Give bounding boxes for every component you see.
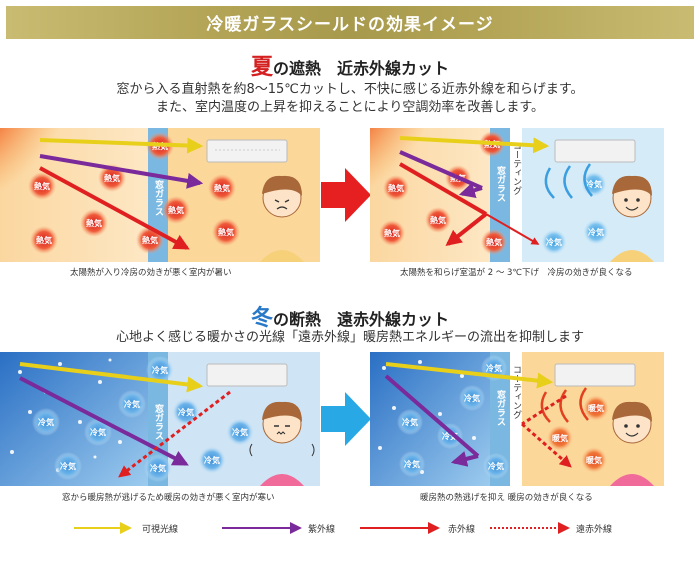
svg-text:熱気: 熱気 xyxy=(388,183,404,193)
uv-ray-arrow xyxy=(39,154,204,189)
legend-uv-label: 紫外線 xyxy=(308,525,336,535)
svg-text:冷気: 冷気 xyxy=(588,227,604,237)
svg-text:冷気: 冷気 xyxy=(204,455,220,465)
legend-far-infrared-label: 遠赤外線 xyxy=(576,525,613,535)
winter-section-title: 冬の断熱 遠赤外線カット xyxy=(0,300,700,332)
window-glass-label: 窓ガラス xyxy=(153,179,164,216)
air-conditioner-icon xyxy=(554,363,636,387)
svg-text:熱気: 熱気 xyxy=(104,173,120,183)
svg-text:熱気: 熱気 xyxy=(36,235,52,245)
svg-text:冷気: 冷気 xyxy=(150,463,166,473)
svg-text:熱気: 熱気 xyxy=(142,235,158,245)
window-glass-label: 窓ガラス xyxy=(153,403,164,440)
summer-after-illustration: 窓ガラス コーティング 熱気 熱気 熱気 熱気 熱気 熱気 冷気 冷気 冷気 xyxy=(370,128,664,262)
summer-transition-arrow-icon xyxy=(321,168,371,222)
svg-text:暖気: 暖気 xyxy=(588,403,604,413)
winter-after-cold-group: 冷気 冷気 冷気 冷気 冷気 冷気 xyxy=(397,355,509,479)
header-title: 冷暖ガラスシールドの効果イメージ xyxy=(206,15,494,35)
window-glass-label: 窓ガラス xyxy=(495,389,506,426)
summer-title-rest: の遮熱 近赤外線カット xyxy=(273,59,450,78)
svg-text:冷気: 冷気 xyxy=(90,427,106,437)
svg-text:熱気: 熱気 xyxy=(86,218,102,228)
hot-person-icon xyxy=(260,175,304,262)
coating-label: コーティング xyxy=(511,141,522,195)
uv-ray-arrow xyxy=(450,451,479,467)
window-glass-label: 窓ガラス xyxy=(495,165,506,202)
summer-before-illustration: 窓ガラス 熱気 熱気 熱気 熱気 熱気 熱気 熱気 熱気 熱気 xyxy=(0,128,320,262)
svg-text:熱気: 熱気 xyxy=(218,227,234,237)
summer-section-title: 夏の遮熱 近赤外線カット xyxy=(0,49,700,81)
summer-desc-line2: また、室内温度の上昇を抑えることにより空調効率を改善します。 xyxy=(155,100,545,115)
air-conditioner-icon xyxy=(554,139,636,163)
svg-text:冷気: 冷気 xyxy=(488,461,504,471)
winter-before-caption: 窓から暖房熱が逃げるため暖房の効きが悪く室内が寒い xyxy=(62,493,275,503)
svg-text:暖気: 暖気 xyxy=(552,433,568,443)
summer-desc-line1: 窓から入る直射熱を約8〜15℃カットし、不快に感じる近赤外線を和らげます。 xyxy=(116,82,584,97)
summer-before-caption: 太陽熱が入り冷房の効きが悪く室内が暑い xyxy=(70,268,232,278)
summer-title-big: 夏 xyxy=(250,55,273,80)
svg-text:冷気: 冷気 xyxy=(124,399,140,409)
winter-desc-line1: 心地よく感じる暖かさの光線「遠赤外線」暖房熱エネルギーの流出を抑制します xyxy=(115,330,584,345)
svg-text:熱気: 熱気 xyxy=(34,181,50,191)
legend-far-infrared-line xyxy=(490,522,570,534)
legend-visible-label: 可視光線 xyxy=(142,525,179,535)
legend-infrared-label: 赤外線 xyxy=(448,525,476,535)
uv-ray-arrow xyxy=(458,182,483,198)
svg-text:冷気: 冷気 xyxy=(60,461,76,471)
summer-after-caption: 太陽熱を和らげ室温が 2 〜 3℃下げ 冷房の効きが良くなる xyxy=(400,268,633,278)
svg-text:熱気: 熱気 xyxy=(168,205,184,215)
svg-text:冷気: 冷気 xyxy=(232,427,248,437)
svg-text:熱気: 熱気 xyxy=(486,237,502,247)
svg-text:冷気: 冷気 xyxy=(404,459,420,469)
infrared-ray-arrow xyxy=(445,212,488,246)
legend-infrared-line xyxy=(360,522,440,534)
visible-ray-arrow xyxy=(19,362,204,393)
header-banner: 冷暖ガラスシールドの効果イメージ xyxy=(6,6,694,39)
air-conditioner-icon xyxy=(206,363,288,387)
far-infrared-ray-arrow xyxy=(118,390,231,478)
air-conditioner-icon xyxy=(206,139,288,163)
sun-icon xyxy=(0,128,75,213)
legend-visible-line xyxy=(74,522,132,534)
svg-text:暖気: 暖気 xyxy=(586,455,602,465)
warm-person-icon xyxy=(610,401,654,486)
svg-text:冷気: 冷気 xyxy=(152,365,168,375)
visible-ray-arrow xyxy=(385,362,554,389)
infrared-ray-arrow xyxy=(39,166,190,250)
svg-text:冷気: 冷気 xyxy=(464,393,480,403)
svg-text:冷気: 冷気 xyxy=(38,417,54,427)
svg-text:冷気: 冷気 xyxy=(442,431,458,441)
winter-after-illustration: 窓ガラス コーティング 冷気 冷気 冷気 冷気 冷気 冷気 暖気 暖気 暖気 xyxy=(370,352,664,486)
cold-person-icon xyxy=(249,401,315,486)
winter-title-rest: の断熱 遠赤外線カット xyxy=(273,310,450,329)
uv-ray-arrow xyxy=(19,376,189,466)
svg-text:冷気: 冷気 xyxy=(486,363,502,373)
svg-text:冷気: 冷気 xyxy=(178,407,194,417)
svg-text:熱気: 熱気 xyxy=(430,215,446,225)
svg-text:熱気: 熱気 xyxy=(384,228,400,238)
svg-text:熱気: 熱気 xyxy=(214,183,230,193)
svg-text:冷気: 冷気 xyxy=(546,237,562,247)
far-infrared-ray-arrow xyxy=(521,422,572,468)
winter-transition-arrow-icon xyxy=(321,392,371,446)
winter-before-illustration: 窓ガラス 冷気 冷気 冷気 冷気 冷気 冷気 冷気 冷気 冷気 xyxy=(0,352,320,486)
visible-ray-arrow xyxy=(39,137,204,154)
legend-uv-line xyxy=(222,522,302,534)
winter-title-big: 冬 xyxy=(250,306,273,331)
winter-after-warm-group: 暖気 暖気 暖気 xyxy=(547,395,609,473)
ray-legend: 可視光線 紫外線 赤外線 遠赤外線 xyxy=(0,516,700,540)
coating-label: コーティング xyxy=(511,365,522,419)
visible-ray-arrow xyxy=(399,136,550,154)
winter-after-caption: 暖房熱の熱逃げを抑え 暖房の効きが良くなる xyxy=(420,493,593,503)
svg-text:冷気: 冷気 xyxy=(402,417,418,427)
svg-text:冷気: 冷気 xyxy=(586,179,602,189)
happy-person-icon xyxy=(610,175,654,262)
